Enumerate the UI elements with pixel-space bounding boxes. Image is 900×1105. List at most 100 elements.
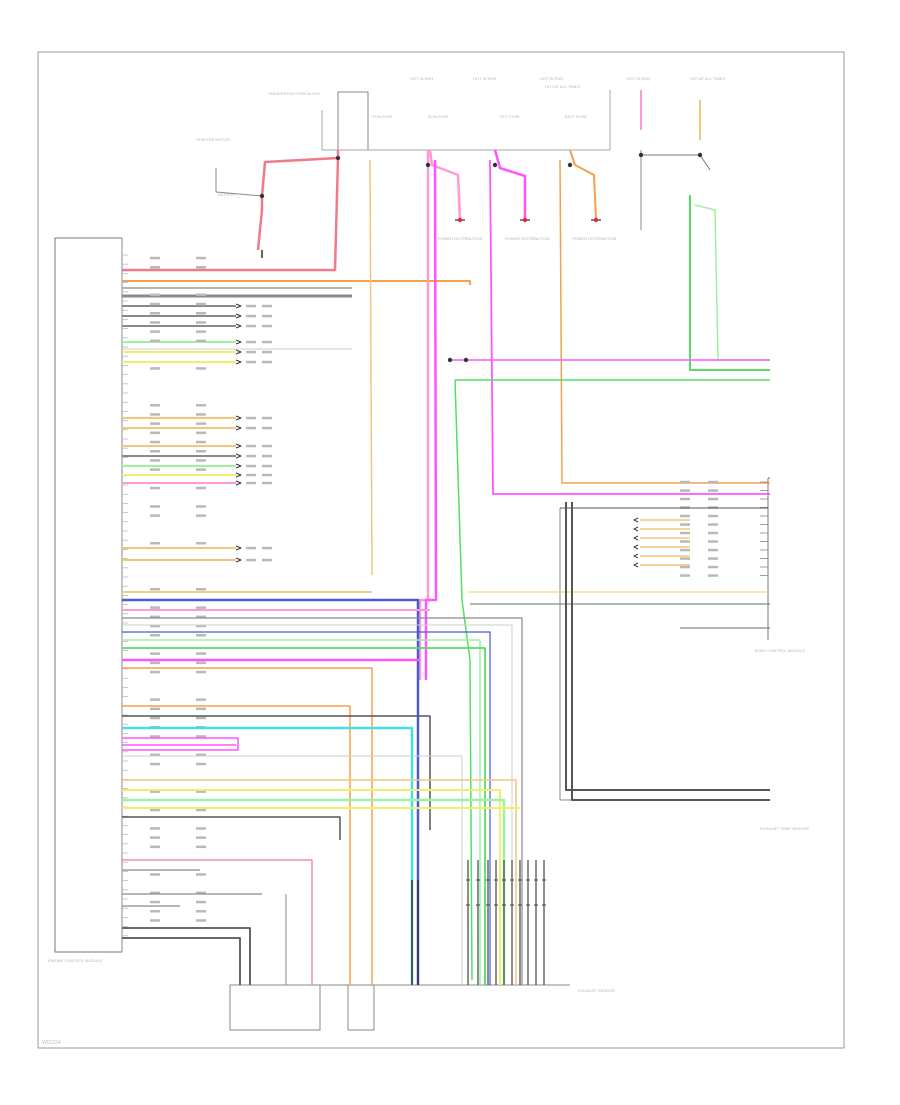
wire-code: [150, 662, 160, 665]
relay-switch: [641, 155, 710, 170]
splice-dot-0: [336, 156, 340, 160]
pigtail-label-10: [246, 465, 256, 468]
splice-dot-2: [639, 153, 643, 157]
ground-label-3: POWER DISTRIBUTION: [572, 236, 617, 241]
pigtail-label-b-4: [262, 351, 272, 354]
dark-right-bus-1: [566, 502, 770, 790]
fuse-label-2: ECM FUSE: [428, 114, 449, 119]
right-wire-code: [680, 523, 690, 526]
dark-wire-928: [122, 928, 250, 985]
right-wire-code: [708, 515, 718, 518]
right-wire-code: [680, 489, 690, 492]
wire-code: [150, 450, 160, 453]
wire-code: [196, 468, 206, 471]
pigtail-label-b-14: [262, 559, 272, 562]
wire-code: [150, 846, 160, 849]
fuse-label-4: BATT FUSE: [565, 114, 587, 119]
right-wire-code: [680, 557, 690, 560]
wire-code: [150, 266, 160, 269]
pigtail-label-14: [246, 559, 256, 562]
wire-code: [196, 303, 206, 306]
pigtail-label-b-1: [262, 315, 272, 318]
right-wire-code: [708, 489, 718, 492]
right-wire-code: [680, 481, 690, 484]
pigtail-label-11: [246, 474, 256, 477]
top-label-5: HOT IN RUN: [627, 76, 650, 81]
pigtail-arrow-2: [236, 324, 241, 328]
top-label-1: HOT IN RUN: [410, 76, 433, 81]
right-wire-code: [680, 532, 690, 535]
left-module-label: ENGINE CONTROL MODULE: [48, 958, 102, 963]
wire-code: [150, 910, 160, 913]
fuse3-out: [570, 150, 596, 220]
wire-code: [150, 340, 160, 343]
wire-code: [150, 459, 160, 462]
wire-code: [196, 367, 206, 370]
wire-code: [150, 441, 160, 444]
wire-code: [196, 588, 206, 591]
pigtail-arrow-3: [236, 340, 241, 344]
wire-code: [196, 809, 206, 812]
bottom-right-label: EXHAUST SENSOR: [578, 988, 615, 993]
pigtail-label-b-0: [262, 305, 272, 308]
right-pigtail-arrow: [634, 518, 638, 522]
wire-code: [150, 708, 160, 711]
pigtail-label-b-5: [262, 361, 272, 364]
fuse2-out: [495, 150, 525, 220]
wire-code: [150, 404, 160, 407]
top-label-3: HOT IN RUN: [540, 76, 563, 81]
pigtail-label-b-2: [262, 325, 272, 328]
pigtail-label-13: [246, 547, 256, 550]
wire-code: [150, 901, 160, 904]
ground-label-1: POWER DISTRIBUTION: [438, 236, 483, 241]
magenta-loop: [122, 738, 238, 750]
dark-wire-938: [122, 938, 240, 985]
wire-code: [150, 698, 160, 701]
wire-code: [150, 505, 160, 508]
pigtail-label-b-13: [262, 547, 272, 550]
right-wire-code: [680, 498, 690, 501]
splice-dot-3: [698, 153, 702, 157]
wire-code: [150, 432, 160, 435]
pigtail-arrow-11: [236, 473, 241, 477]
pigtail-arrow-0: [236, 304, 241, 308]
wire-code: [150, 809, 160, 812]
wire-code: [196, 542, 206, 545]
top-label-2: HOT IN RUN: [473, 76, 496, 81]
dark-wire-716: [122, 716, 430, 830]
wire-code: [150, 257, 160, 260]
ground-dot-0: [458, 218, 462, 222]
pigtail-arrow-8: [236, 444, 241, 448]
wire-code: [196, 514, 206, 517]
top-label-4: HOT AT ALL TIMES: [545, 84, 580, 89]
wire-code: [150, 294, 160, 297]
wire-code: [150, 873, 160, 876]
wire-code: [196, 257, 206, 260]
wire-code: [196, 450, 206, 453]
wire-code: [196, 717, 206, 720]
pigtail-label-b-7: [262, 427, 272, 430]
right-wire-code: [708, 498, 718, 501]
pigtail-label-0: [246, 305, 256, 308]
wire-code: [196, 763, 206, 766]
wire-code: [196, 487, 206, 490]
pigtail-arrow-9: [236, 454, 241, 458]
pigtail-label-b-10: [262, 465, 272, 468]
wire-code: [150, 671, 160, 674]
wire-code: [150, 413, 160, 416]
wire-code: [196, 459, 206, 462]
wire-code: [150, 717, 160, 720]
footer-code: W01234: [42, 1040, 61, 1046]
right-wire-code: [680, 566, 690, 569]
wire-code: [196, 606, 206, 609]
right-pigtail-arrow: [634, 563, 638, 567]
diagram-border: [38, 52, 844, 1048]
green-drop: [455, 380, 472, 980]
wire-code: [196, 321, 206, 324]
lightgreen-wire-640: [122, 640, 480, 985]
wire-code: [196, 698, 206, 701]
wire-code: [196, 910, 206, 913]
lightgreen-right-loop: [695, 205, 770, 360]
right-wire-code: [708, 532, 718, 535]
green-right-loop: [690, 195, 770, 370]
